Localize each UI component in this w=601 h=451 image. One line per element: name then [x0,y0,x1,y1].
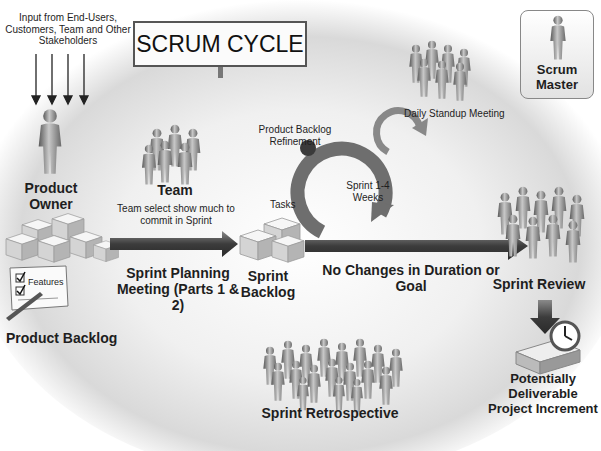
diagram-label: Product Backlog Refinement [240,124,350,147]
scrum-master-figure [546,15,570,61]
node-text: Scrum Master [524,63,590,93]
diagram-label: Daily Standup Meeting [404,108,534,120]
diagram-label: Product Backlog [6,330,126,346]
person-figure [546,215,561,257]
person-figure [158,141,173,183]
person-figure [526,217,541,259]
diagram-label: Sprint Planning Meeting (Parts 1 & 2) [116,265,240,313]
sprint-arrow [305,232,528,260]
people [39,41,585,413]
person-figure [307,365,320,403]
person-figure [39,109,62,174]
planning-arrow [110,231,238,257]
diagram-label: Sprint Backlog [232,268,304,300]
person-figure [178,143,193,185]
person-figure [379,367,392,405]
diagram-title: SCRUM CYCLE [136,31,303,58]
diagram-label: Product Owner [12,180,90,212]
diagram-label: Team [140,182,210,198]
person-figure [142,145,156,185]
diagram-label: Features [28,277,68,287]
diagram-label: Potentially Deliverable Project Incremen… [486,372,600,417]
input-arrows [32,54,88,104]
increment-icon [516,322,580,374]
diagram-label: Tasks [270,199,310,211]
person-figure [506,215,521,257]
diagram-label: Team select show much to commit in Sprin… [108,203,244,226]
diagram-label: Sprint Review [484,276,594,292]
person-figure [435,61,448,99]
diagram-label: No Changes in Duration or Goal [318,262,504,294]
features-note [6,266,68,321]
product-backlog-boxes [6,214,119,263]
person-figure [516,187,531,229]
person-figure [361,361,374,399]
person-figure [566,221,581,263]
person-figure [271,363,284,401]
person-figure [417,59,430,97]
title-signboard [134,22,306,78]
person-figure [453,63,466,101]
diagram-label: Sprint Retrospective [250,405,410,421]
diagram-label: Sprint 1-4 Weeks [336,180,400,203]
diagram-label: Input from End-Users, Customers, Team an… [4,12,132,47]
sprint-backlog-boxes [240,218,304,262]
role-box: Scrum Master [520,10,594,99]
pen [6,292,43,321]
